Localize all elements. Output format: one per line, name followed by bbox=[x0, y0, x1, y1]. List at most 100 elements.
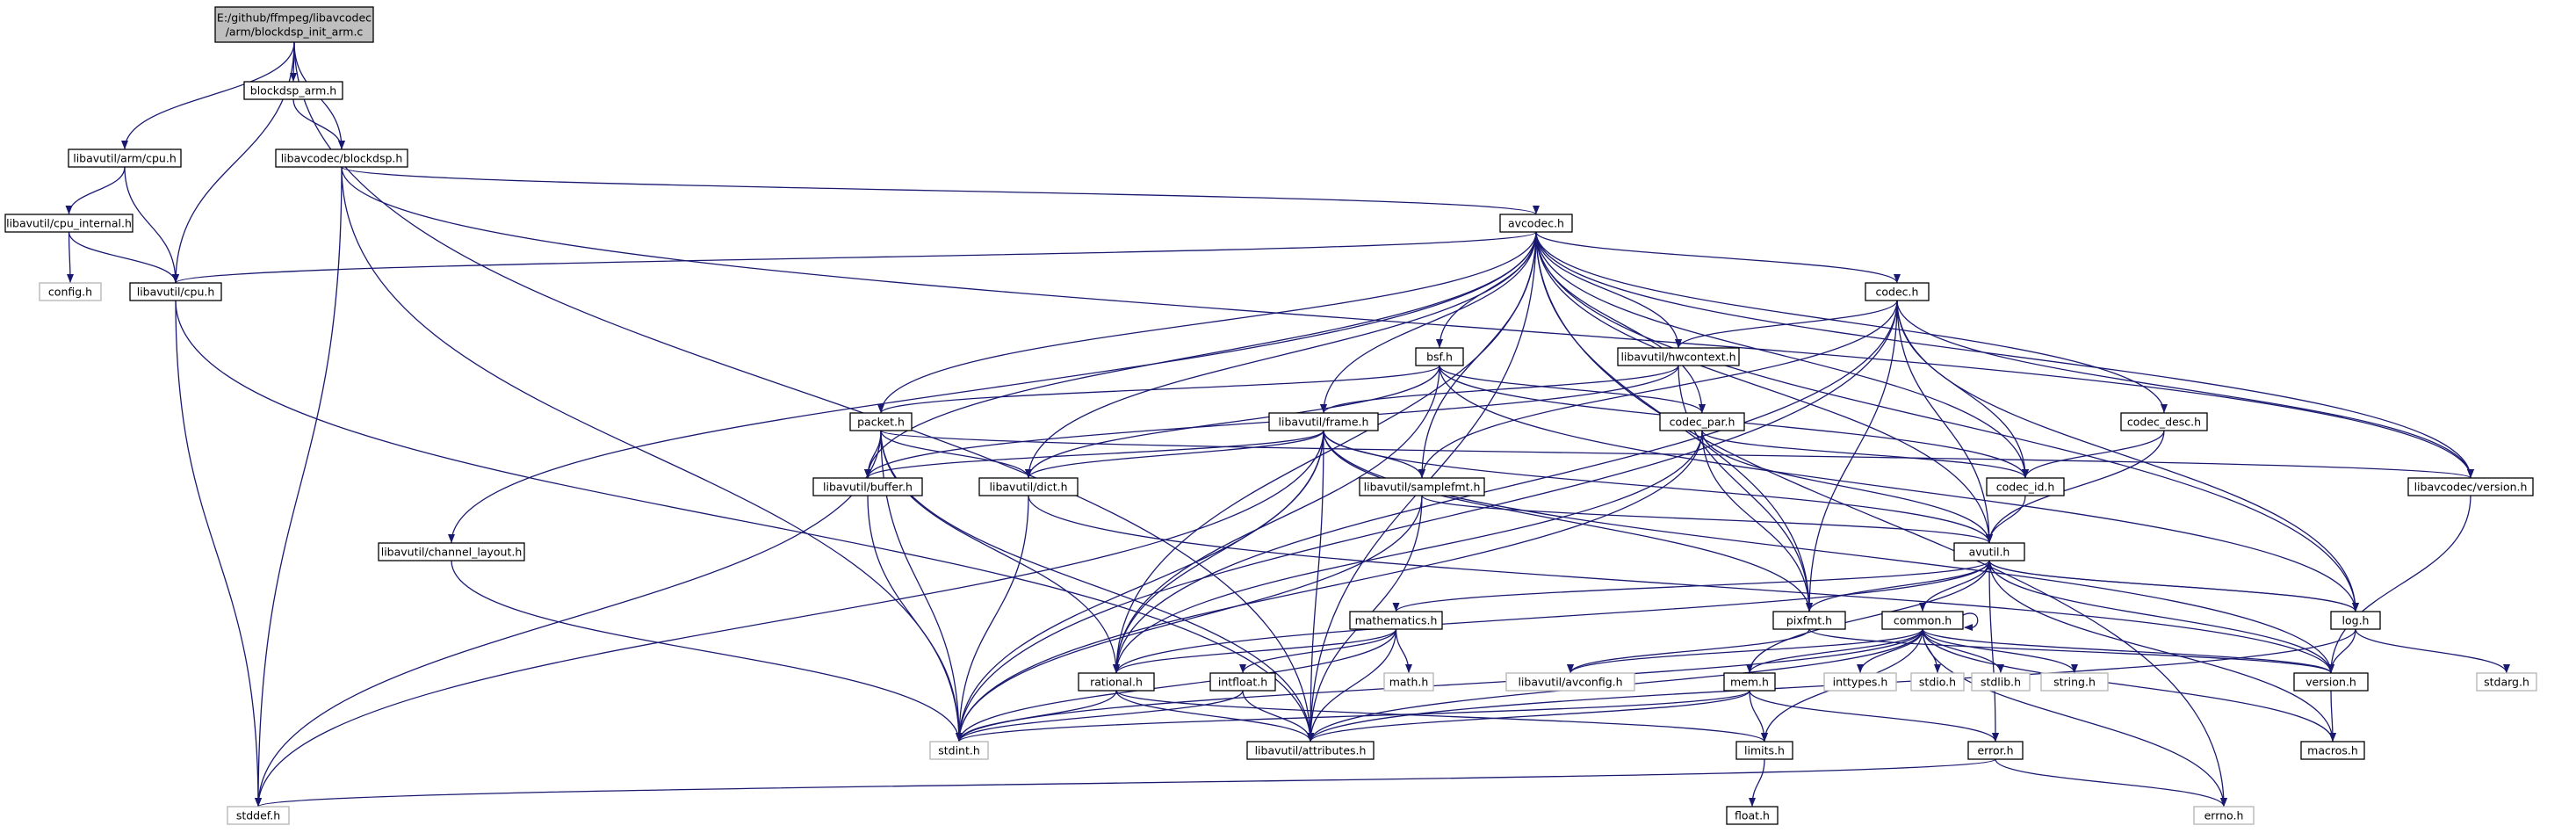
edges-layer bbox=[65, 41, 2510, 808]
node-label: log.h bbox=[2342, 614, 2370, 627]
node-blockdsp-arm[interactable]: blockdsp_arm.h bbox=[243, 81, 343, 100]
node-attributes[interactable]: libavutil/attributes.h bbox=[1246, 741, 1375, 760]
node-root: E:/github/ffmpeg/libavcodec/arm/blockdsp… bbox=[214, 6, 374, 43]
edge-blockdsp-to-stddef bbox=[255, 166, 343, 808]
edge-common-to-avconfig bbox=[1567, 628, 1923, 674]
node-samplefmt[interactable]: libavutil/samplefmt.h bbox=[1359, 477, 1485, 496]
arrowhead bbox=[1964, 624, 1973, 631]
node-mathematics[interactable]: mathematics.h bbox=[1349, 611, 1443, 630]
edge-rational-to-attributes bbox=[1115, 690, 1314, 742]
edge-codec_id-to-avutil bbox=[1986, 495, 2026, 544]
node-macros[interactable]: macros.h bbox=[2300, 741, 2365, 760]
node-codec-id[interactable]: codec_id.h bbox=[1986, 477, 2065, 496]
arrowhead bbox=[1533, 206, 1540, 214]
node-lavc-version[interactable]: libavcodec/version.h bbox=[2407, 477, 2534, 496]
edge-mem-to-attributes bbox=[1307, 690, 1750, 742]
node-cpu[interactable]: libavutil/cpu.h bbox=[129, 282, 222, 301]
edge-frame-to-dict bbox=[1025, 430, 1324, 479]
node-stdio: stdio.h bbox=[1910, 672, 1965, 692]
node-label: libavutil/hwcontext.h bbox=[1620, 351, 1735, 364]
node-string: string.h bbox=[2040, 672, 2109, 692]
node-rational[interactable]: rational.h bbox=[1078, 672, 1155, 692]
node-stddef: stddef.h bbox=[227, 806, 290, 825]
node-label: version.h bbox=[2305, 676, 2356, 689]
edge-common-to-mem bbox=[1746, 628, 1923, 674]
node-common[interactable]: common.h bbox=[1881, 611, 1964, 630]
node-label: bsf.h bbox=[1426, 351, 1453, 364]
node-label: common.h bbox=[1894, 614, 1952, 627]
node-intfloat[interactable]: intfloat.h bbox=[1209, 672, 1276, 692]
node-config: config.h bbox=[39, 282, 102, 301]
node-label: stdio.h bbox=[1919, 676, 1956, 689]
node-bsf[interactable]: bsf.h bbox=[1415, 347, 1464, 366]
edge-codec_par-to-codec_id bbox=[1701, 430, 2029, 479]
node-error[interactable]: error.h bbox=[1967, 741, 2024, 760]
arrowhead bbox=[1749, 798, 1756, 807]
arrowhead bbox=[1934, 664, 1941, 673]
node-channel-layout[interactable]: libavutil/channel_layout.h bbox=[378, 542, 525, 561]
node-label: macros.h bbox=[2307, 744, 2358, 757]
node-avutil[interactable]: avutil.h bbox=[1953, 542, 2025, 561]
edge-mem-to-limits bbox=[1749, 690, 1768, 742]
node-inttypes: inttypes.h bbox=[1823, 672, 1897, 692]
edge-log-to-avutil bbox=[1986, 560, 2356, 612]
node-buffer[interactable]: libavutil/buffer.h bbox=[812, 477, 923, 496]
node-blockdsp[interactable]: libavcodec/blockdsp.h bbox=[275, 148, 408, 168]
arrowhead bbox=[290, 73, 297, 82]
node-label: libavutil/attributes.h bbox=[1255, 744, 1367, 757]
edge-version-to-macros bbox=[2329, 690, 2336, 742]
node-label: libavcodec/blockdsp.h bbox=[281, 152, 403, 165]
edge-frame-to-buffer bbox=[864, 430, 1324, 479]
edge-bsf-to-codec_par bbox=[1439, 365, 1706, 414]
edge-rational-to-stdint bbox=[956, 690, 1117, 742]
node-mem[interactable]: mem.h bbox=[1723, 672, 1776, 692]
edge-pixfmt-to-avconfig bbox=[1567, 628, 1810, 674]
arrowhead bbox=[1761, 733, 1768, 742]
node-limits[interactable]: limits.h bbox=[1735, 741, 1793, 760]
node-label: rational.h bbox=[1090, 676, 1143, 689]
arrowhead bbox=[2503, 664, 2510, 673]
node-avcodec[interactable]: avcodec.h bbox=[1499, 214, 1573, 233]
node-arm-cpu[interactable]: libavutil/arm/cpu.h bbox=[68, 148, 182, 168]
node-float[interactable]: float.h bbox=[1726, 806, 1779, 825]
edge-blockdsp-to-stdint bbox=[341, 166, 963, 742]
arrowhead bbox=[2220, 798, 2227, 807]
arrowhead bbox=[1307, 733, 1314, 742]
edge-arm_cpu-to-cpu_internal bbox=[65, 166, 126, 215]
node-pixfmt[interactable]: pixfmt.h bbox=[1772, 611, 1846, 630]
arrowhead bbox=[65, 206, 73, 214]
arrowhead bbox=[1418, 469, 1425, 478]
edge-hwcontext-to-pixfmt bbox=[1678, 365, 1813, 612]
arrowhead bbox=[67, 274, 74, 283]
edge-buffer-to-stdint bbox=[867, 495, 963, 742]
node-label: mem.h bbox=[1730, 676, 1769, 689]
arrowhead bbox=[1436, 339, 1443, 348]
node-codec-desc[interactable]: codec_desc.h bbox=[2120, 412, 2208, 431]
node-label: intfloat.h bbox=[1218, 676, 1267, 689]
node-label: float.h bbox=[1735, 809, 1770, 822]
node-codec[interactable]: codec.h bbox=[1865, 282, 1930, 301]
edge-cpu-to-stddef bbox=[175, 300, 262, 808]
arrowhead bbox=[1405, 664, 1412, 673]
edge-avcodec-to-channel_layout bbox=[448, 231, 1537, 544]
arrowhead bbox=[2022, 469, 2029, 478]
arrowhead bbox=[956, 733, 963, 742]
edge-bsf-to-packet bbox=[877, 365, 1440, 414]
node-version[interactable]: version.h bbox=[2293, 672, 2369, 692]
node-label: config.h bbox=[48, 286, 92, 299]
node-cpu-internal[interactable]: libavutil/cpu_internal.h bbox=[4, 214, 133, 233]
edge-avutil-to-rational bbox=[1113, 560, 1990, 674]
node-hwcontext[interactable]: libavutil/hwcontext.h bbox=[1617, 347, 1740, 366]
node-packet[interactable]: packet.h bbox=[849, 412, 913, 431]
node-codec-par[interactable]: codec_par.h bbox=[1659, 412, 1745, 431]
edge-blockdsp_arm-to-blockdsp bbox=[292, 98, 345, 150]
edge-avcodec-to-codec_id bbox=[1535, 231, 2029, 479]
arrowhead bbox=[1699, 404, 1706, 413]
edge-mem-to-error bbox=[1749, 690, 1999, 742]
node-log[interactable]: log.h bbox=[2330, 611, 2381, 630]
arrowhead bbox=[1919, 603, 1926, 612]
arrowhead bbox=[1025, 469, 1032, 478]
node-dict[interactable]: libavutil/dict.h bbox=[978, 477, 1079, 496]
node-frame[interactable]: libavutil/frame.h bbox=[1268, 412, 1379, 431]
arrowhead bbox=[1992, 733, 1999, 742]
